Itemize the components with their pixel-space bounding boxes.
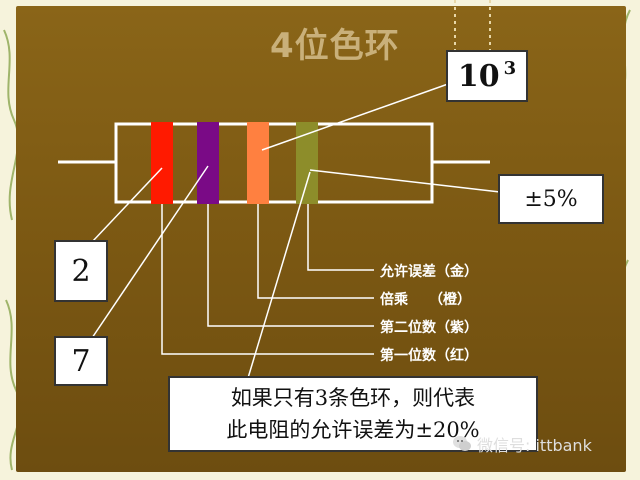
pointer-tolerance bbox=[309, 169, 501, 193]
resistor-body bbox=[114, 122, 434, 204]
watermark-text: 微信号: ittbank bbox=[477, 436, 592, 455]
vine-decoration-left bbox=[3, 29, 22, 471]
legend-multiplier: 倍乘 （橙） bbox=[380, 292, 471, 308]
band-multiplier bbox=[247, 122, 269, 204]
watermark: 微信号: ittbank bbox=[452, 432, 592, 456]
second-digit-box: 7 bbox=[54, 336, 108, 386]
legend-line-first bbox=[161, 204, 374, 355]
pointer-first-digit bbox=[91, 167, 163, 243]
band-tolerance bbox=[296, 122, 318, 204]
pointer-second-digit bbox=[91, 165, 209, 339]
legend-second-digit: 第二位数（紫） bbox=[380, 320, 478, 336]
wechat-icon bbox=[453, 436, 471, 451]
pointer-tolerance-note bbox=[247, 171, 311, 379]
first-digit-box: 2 bbox=[54, 240, 108, 302]
band-first-digit bbox=[151, 122, 173, 204]
multiplier-exponent: 3 bbox=[503, 57, 517, 79]
pointer-multiplier bbox=[261, 83, 449, 151]
note-line-1: 如果只有3条色环，则代表 bbox=[230, 386, 476, 410]
legend-line-tolerance bbox=[307, 204, 374, 271]
legend-line-multiplier bbox=[257, 204, 374, 299]
legend-line-second bbox=[207, 204, 374, 327]
band-second-digit bbox=[197, 122, 219, 204]
page-title: 4位色环 bbox=[270, 26, 400, 66]
note-box: 如果只有3条色环，则代表 此电阻的允许误差为±20% bbox=[168, 376, 538, 452]
legend-tolerance: 允许误差（金） bbox=[380, 264, 478, 280]
tolerance-box: ±5% bbox=[498, 174, 604, 224]
legend-first-digit: 第一位数（红） bbox=[380, 348, 478, 364]
multiplier-base: 10 bbox=[457, 58, 500, 94]
note-line-2: 此电阻的允许误差为±20% bbox=[226, 418, 480, 442]
